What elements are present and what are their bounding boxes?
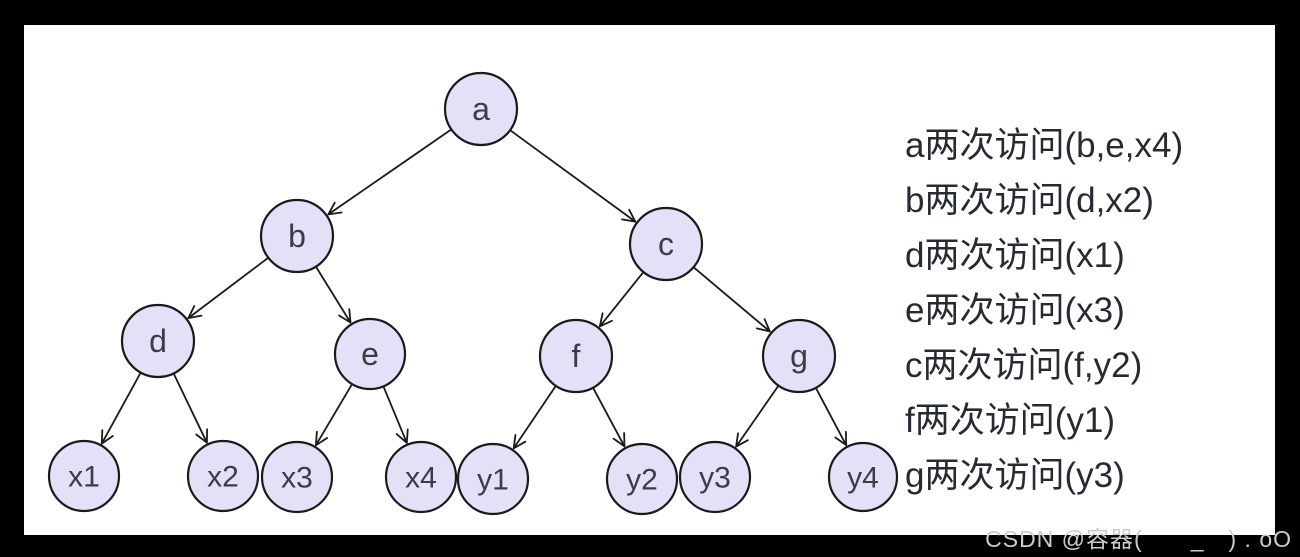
node-circle-x1 (47, 439, 121, 513)
annotation-line-f: f两次访问(y1) (905, 401, 1116, 440)
tree-node-x4: x4 (384, 440, 458, 514)
visit-annotations: a两次访问(b,e,x4) b两次访问(d,x2) d两次访问(x1) e两次访… (905, 118, 1183, 503)
tree-node-x2: x2 (186, 439, 260, 513)
edge-c-g (692, 266, 771, 333)
tree-node-d: d (120, 303, 196, 379)
tree-node-c: c (628, 206, 704, 282)
node-circle-x4 (384, 440, 458, 514)
edge-c-f (598, 271, 645, 328)
tree-node-y3: y3 (678, 440, 752, 514)
tree-node-y2: y2 (605, 442, 679, 516)
node-circle-g (761, 318, 837, 394)
annotation-line-d: d两次访问(x1) (905, 236, 1125, 275)
tree-node-g: g (761, 318, 837, 394)
edge-g-y3 (735, 385, 780, 448)
annotation-line-g: g两次访问(y3) (905, 456, 1125, 495)
node-circle-a (443, 71, 519, 147)
edge-a-b (327, 128, 452, 216)
node-circle-f (538, 318, 614, 394)
node-circle-y3 (678, 440, 752, 514)
tree-node-y4: y4 (827, 441, 899, 513)
tree-node-y1: y1 (456, 442, 530, 516)
edge-b-e (315, 266, 352, 324)
edge-a-c (509, 129, 637, 223)
edge-b-d (187, 256, 269, 320)
edge-d-x1 (100, 372, 142, 445)
annotation-line-a: a两次访问(b,e,x4) (905, 126, 1184, 165)
tree-node-e: e (333, 317, 407, 391)
node-circle-x2 (186, 439, 260, 513)
node-circle-b (259, 198, 335, 274)
edge-f-y1 (512, 385, 557, 450)
node-circle-y4 (827, 441, 899, 513)
edge-e-x4 (382, 385, 409, 444)
annotation-line-b: b两次访问(d,x2) (905, 181, 1154, 220)
node-circle-d (120, 303, 196, 379)
edge-g-y4 (815, 387, 848, 447)
edge-d-x2 (172, 373, 209, 444)
tree-edges (100, 128, 848, 450)
tree-node-a: a (443, 71, 519, 147)
tree-node-x3: x3 (260, 440, 334, 514)
edge-e-x3 (314, 383, 353, 447)
node-circle-y1 (456, 442, 530, 516)
node-circle-c (628, 206, 704, 282)
tree-node-f: f (538, 318, 614, 394)
tree-node-x1: x1 (47, 439, 121, 513)
edge-f-y2 (592, 387, 626, 448)
tree-node-b: b (259, 198, 335, 274)
annotation-line-e: e两次访问(x3) (905, 291, 1125, 330)
annotation-line-c: c两次访问(f,y2) (905, 346, 1143, 385)
node-circle-e (333, 317, 407, 391)
node-circle-y2 (605, 442, 679, 516)
csdn-watermark: CSDN @容器( _ ) . oO (985, 526, 1292, 552)
node-circle-x3 (260, 440, 334, 514)
